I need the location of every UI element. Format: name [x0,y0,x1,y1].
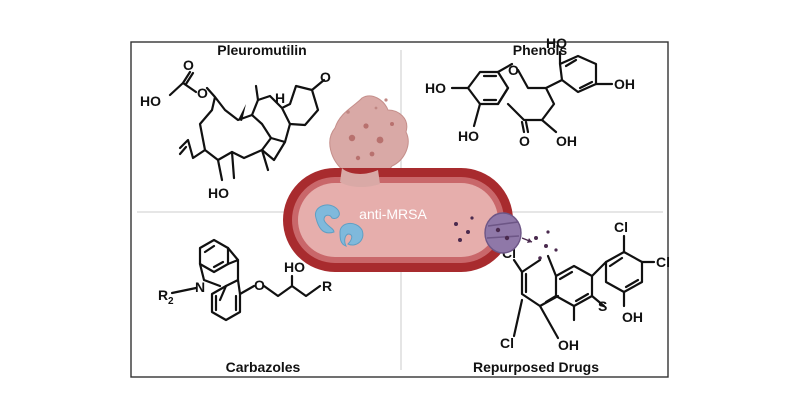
title-pleuromutilin: Pleuromutilin [217,42,306,58]
atom-cl-bottom: Cl [500,335,514,351]
atom-ho-pleuro: HO [140,93,161,109]
atom-ho-phenol-bottom: HO [458,128,479,144]
atom-ho-bottom: HO [208,185,229,201]
atom-h: H [275,90,285,106]
mrsa-cell-illustration: anti-MRSA [283,95,558,272]
atom-cl-right: Cl [656,254,670,270]
atom-oh-phenol-right: OH [614,76,635,92]
atom-o-ether: O [254,277,265,293]
atom-ho-carbazole: HO [284,259,305,275]
ribosome-icon [314,204,364,247]
atom-s: S [598,298,607,314]
atom-ho-phenol-top: HO [546,35,567,51]
repurposed-structure: Cl Cl Cl Cl S OH OH [500,219,670,353]
cell-cytoplasm [298,183,498,257]
title-repurposed-drugs: Repurposed Drugs [473,359,599,375]
center-label: anti-MRSA [359,206,427,222]
carbazole-structure: R 2 N O HO R [158,238,332,322]
atom-oh-bottom: OH [558,337,579,353]
atom-oh-right: OH [622,309,643,325]
atom-o-ketone: O [320,69,331,85]
efflux-pump-icon [484,212,522,254]
efflux-molecules [454,216,558,260]
atom-o-pyran: O [508,62,519,78]
atom-r-carbazole: R [322,278,332,294]
pleuromutilin-structure: HO O O O H HO [140,57,331,201]
atom-cl-top: Cl [614,219,628,235]
cell-burst [329,95,409,176]
atom-o-keto-phenol: O [519,133,530,149]
atom-r2-subscript: 2 [168,296,174,307]
atom-ho-phenol-left: HO [425,80,446,96]
atom-o-ketone-acyl: O [183,57,194,73]
title-phenols: Phenols [513,42,568,58]
phenol-structure: HO O HO OH HO O OH [425,35,635,149]
title-carbazoles: Carbazoles [226,359,301,375]
atom-o-ester: O [197,85,208,101]
atom-oh-phenol-bottom: OH [556,133,577,149]
atom-n: N [195,279,205,295]
atom-r2: R [158,287,168,303]
